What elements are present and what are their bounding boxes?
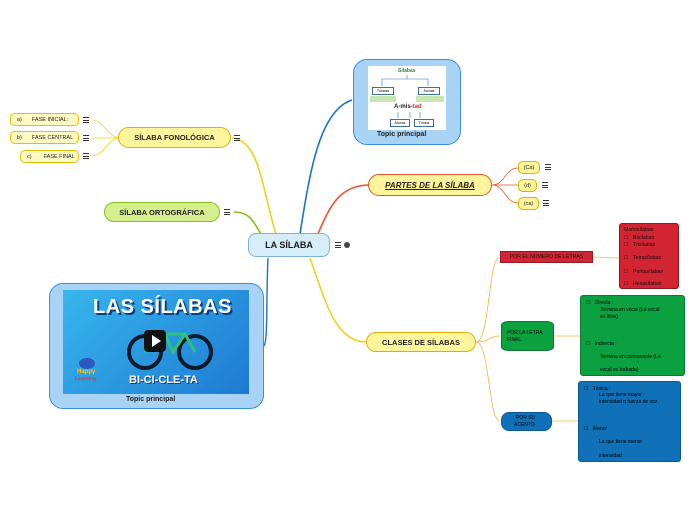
detail-indirecta-desc: Termina en consonante (La bbox=[600, 354, 661, 360]
thumb-connectors bbox=[381, 75, 429, 118]
bicycle-icon bbox=[127, 332, 213, 370]
detail-atona: ☐ Átona: bbox=[584, 426, 608, 432]
detail-indirecta-title: Indirecta : bbox=[594, 341, 617, 347]
central-topic[interactable]: LA SÍLABA bbox=[248, 233, 330, 257]
video-title: LAS SÍLABAS bbox=[93, 296, 232, 318]
detail-indirecta: ☐ Indirecta : bbox=[586, 341, 617, 347]
central-topic-label: LA SÍLABA bbox=[265, 240, 313, 250]
logo-text-learning: Learning bbox=[75, 376, 97, 382]
detail-item-label: Bisílabas bbox=[632, 235, 655, 241]
notes-icon[interactable] bbox=[543, 200, 549, 206]
detail-tonica: ☐ Tónica : bbox=[584, 386, 611, 392]
detail-item-pentasilabas: ☐ Pentasílabas bbox=[624, 269, 663, 275]
subtopic-label: (ca) bbox=[523, 200, 534, 207]
happy-learning-logo: Happy Learning bbox=[75, 358, 101, 386]
subtopic-label-line2: ACENTO bbox=[514, 422, 535, 428]
subtopic-por-numero-de-letras[interactable]: POR EL NÚMERO DE LETRAS bbox=[500, 251, 593, 263]
subtopic-label-line2: FINAL bbox=[507, 337, 522, 343]
subtopic-d[interactable]: (d) bbox=[518, 179, 537, 192]
detail-item-label: Hexasílabas bbox=[632, 281, 662, 287]
topic-clases-label: CLASES DE SÍLABAS bbox=[382, 337, 460, 347]
thumb-title: Sílabas bbox=[398, 68, 416, 74]
globe-icon[interactable] bbox=[344, 242, 350, 248]
detail-tonica-title: Tónica : bbox=[592, 386, 611, 392]
subtopic-label-line1: POR LA LETRA bbox=[507, 330, 543, 336]
image-card-caption: Topic principal bbox=[377, 131, 427, 138]
subtopic-fase-final[interactable]: c) FASE FINAL bbox=[20, 150, 79, 163]
topic-partes-label: PARTES DE LA SÍLABA bbox=[385, 180, 475, 190]
detail-atona-title: Átona: bbox=[592, 426, 608, 432]
subtopic-label: FASE INICIAL: bbox=[31, 116, 69, 123]
thumb-word: A-mis-tad bbox=[394, 104, 422, 110]
subtopic-label: FASE CENTRAL bbox=[31, 134, 74, 141]
detail-item-label: Pentasílabas bbox=[632, 269, 663, 275]
detail-tonica-desc: intensidad o fuerza de voz. bbox=[599, 399, 659, 405]
notes-icon[interactable] bbox=[542, 182, 548, 188]
notes-icon[interactable] bbox=[335, 242, 341, 248]
topic-partes-de-la-silaba[interactable]: PARTES DE LA SÍLABA bbox=[368, 174, 492, 196]
subtopic-label: FASE FINAL bbox=[43, 153, 75, 160]
detail-item-tetrasilabas: ☐ Tetrasílabas bbox=[624, 255, 661, 261]
detail-item-monosilabas: Monosílabas bbox=[624, 227, 654, 233]
thumb-note-right bbox=[416, 96, 444, 102]
notes-icon[interactable] bbox=[83, 117, 89, 123]
detail-atona-desc: La que tiene menor bbox=[599, 439, 643, 445]
notes-icon[interactable] bbox=[234, 135, 240, 141]
detail-directa-desc: es libre) bbox=[600, 314, 618, 320]
topic-silaba-fonologica-label: SÍLABA FONOLÓGICA bbox=[134, 133, 215, 142]
detail-numero-letras[interactable]: Monosílabas ☐ Bisílabas ☐ Trisílabas ☐ T… bbox=[619, 223, 679, 289]
notes-icon[interactable] bbox=[83, 135, 89, 141]
detail-item-trisilabas: ☐ Trisílabas bbox=[624, 242, 656, 248]
detail-item-label: Tetrasílabas bbox=[632, 255, 661, 261]
subtopic-por-letra-final[interactable]: POR LA LETRA FINAL bbox=[501, 321, 554, 351]
detail-directa: ☐ Directa : bbox=[586, 300, 614, 306]
detail-directa-title: Directa : bbox=[594, 300, 614, 306]
thumb-note-left bbox=[370, 96, 396, 102]
notes-icon[interactable] bbox=[224, 209, 230, 215]
subtopic-letter: c) bbox=[27, 153, 32, 160]
thumb-word-part: A-mis- bbox=[394, 104, 413, 110]
video-card-caption: Topic principal bbox=[126, 396, 176, 403]
notes-icon[interactable] bbox=[83, 153, 89, 159]
detail-item-hexasilabas: ☐ Hexasílabas bbox=[624, 281, 662, 287]
topic-silaba-fonologica[interactable]: SÍLABA FONOLÓGICA bbox=[118, 127, 231, 148]
play-button[interactable] bbox=[144, 330, 166, 352]
detail-indirecta-desc: vocal es trabada) bbox=[600, 367, 639, 373]
topic-clases-de-silabas[interactable]: CLASES DE SÍLABAS bbox=[366, 332, 476, 352]
detail-atona-desc: intensidad bbox=[599, 453, 622, 459]
detail-acento[interactable]: ☐ Tónica : La que tiene mayor intensidad… bbox=[578, 381, 681, 462]
detail-directa-desc: Termina en vocal (La vocal bbox=[600, 307, 660, 313]
subtopic-ca[interactable]: (Ca) bbox=[518, 161, 540, 174]
subtopic-letter: b) bbox=[17, 134, 22, 141]
detail-letra-final[interactable]: ☐ Directa : Termina en vocal (La vocal e… bbox=[580, 295, 685, 376]
subtopic-label: POR EL NÚMERO DE LETRAS bbox=[509, 254, 584, 260]
subtopic-letter: a) bbox=[17, 116, 22, 123]
subtopic-fase-central[interactable]: b) FASE CENTRAL bbox=[10, 131, 79, 144]
thumb-box-bottom-atonas: Átonas bbox=[390, 119, 410, 127]
video-thumbnail[interactable]: LAS SÍLABAS BI-CI-CLE-TA Happy Learning bbox=[63, 290, 249, 394]
subtopic-ca-lower[interactable]: (ca) bbox=[518, 197, 539, 210]
thumb-box-bottom-tonica: Tónica bbox=[414, 119, 434, 127]
thumb-word-stress: tad bbox=[412, 104, 422, 110]
subtopic-por-su-acento[interactable]: POR SU ACENTO bbox=[501, 412, 552, 431]
subtopic-fase-inicial[interactable]: a) FASE INICIAL: bbox=[10, 113, 79, 126]
notes-icon[interactable] bbox=[545, 164, 551, 170]
subtopic-label-line1: POR SU bbox=[516, 415, 536, 421]
topic-silaba-ortografica-label: SÍLABA ORTOGRÁFICA bbox=[119, 207, 205, 217]
detail-item-label: Trisílabas bbox=[632, 242, 656, 248]
thumb-box-atonas: Átonas bbox=[418, 87, 440, 95]
subtopic-label: (Ca) bbox=[523, 164, 535, 171]
thumb-box-tonicas: Tónicas bbox=[372, 87, 394, 95]
subtopic-label: (d) bbox=[524, 182, 531, 189]
detail-item-bisilabas: ☐ Bisílabas bbox=[624, 235, 655, 241]
silabas-diagram-thumbnail: Sílabas Tónicas Átonas A-mis-tad Átonas … bbox=[368, 66, 446, 130]
topic-silaba-ortografica[interactable]: SÍLABA ORTOGRÁFICA bbox=[104, 202, 220, 222]
video-subtitle: BI-CI-CLE-TA bbox=[129, 374, 198, 386]
logo-text-happy: Happy bbox=[77, 369, 96, 375]
detail-tonica-desc: La que tiene mayor bbox=[599, 392, 642, 398]
